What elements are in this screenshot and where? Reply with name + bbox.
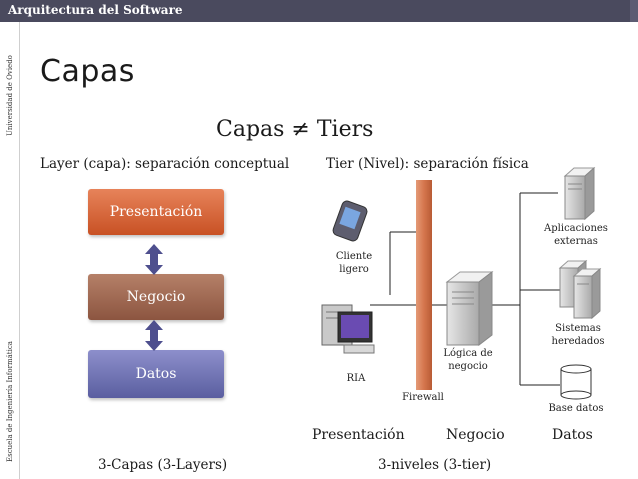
thin-client-line-2: ligero [339, 264, 369, 275]
ria-label: RIA [346, 373, 366, 384]
logic-server-icon [445, 270, 494, 347]
computer-icon [321, 304, 375, 354]
footer-tiers: 3-niveles (3-tier) [378, 457, 492, 473]
slide-title: Capas [40, 54, 135, 89]
layer-datos-label: Datos [135, 366, 177, 382]
tier-col-datos: Datos [552, 427, 593, 443]
firewall-label: Firewall [402, 392, 444, 403]
layer-definition: Layer (capa): separación conceptual [40, 156, 290, 172]
header-corner [630, 0, 638, 22]
database-label: Base datos [548, 403, 604, 414]
course-title: Arquitectura del Software [8, 3, 183, 17]
layer-presentacion-label: Presentación [109, 204, 203, 220]
side-divider [19, 22, 20, 479]
tier-definition: Tier (Nivel): separación física [326, 156, 529, 172]
legacy-servers-icon [558, 259, 602, 320]
legacy-systems-label: Sistemas heredados [540, 322, 616, 348]
footer-layers: 3-Capas (3-Layers) [98, 457, 228, 473]
external-apps-line-2: externas [554, 236, 598, 247]
firewall-bar [416, 180, 432, 390]
layer-presentacion: Presentación [88, 189, 224, 235]
layer-negocio-label: Negocio [126, 289, 186, 305]
tier-col-negocio: Negocio [446, 427, 505, 443]
legacy-systems-line-2: heredados [551, 336, 605, 347]
database-icon [560, 364, 592, 400]
layer-negocio: Negocio [88, 274, 224, 320]
thin-client-label: Cliente ligero [330, 250, 378, 276]
external-apps-line-1: Aplicaciones [544, 223, 608, 234]
arrow-negocio-datos [145, 320, 163, 351]
external-apps-server-icon [563, 166, 596, 221]
layer-datos: Datos [88, 350, 224, 398]
pda-icon [332, 200, 368, 242]
business-logic-line-2: negocio [448, 361, 488, 372]
connection-lines [370, 192, 560, 386]
header-bar: Arquitectura del Software [0, 0, 638, 22]
external-apps-label: Aplicaciones externas [536, 222, 616, 248]
slide-heading: Capas ≠ Tiers [216, 117, 374, 142]
legacy-systems-line-1: Sistemas [555, 323, 601, 334]
thin-client-line-1: Cliente [335, 251, 373, 262]
business-logic-label: Lógica de negocio [436, 347, 500, 373]
arrow-pres-negocio [145, 244, 163, 275]
business-logic-line-1: Lógica de [443, 348, 493, 359]
tier-col-presentacion: Presentación [312, 427, 405, 443]
